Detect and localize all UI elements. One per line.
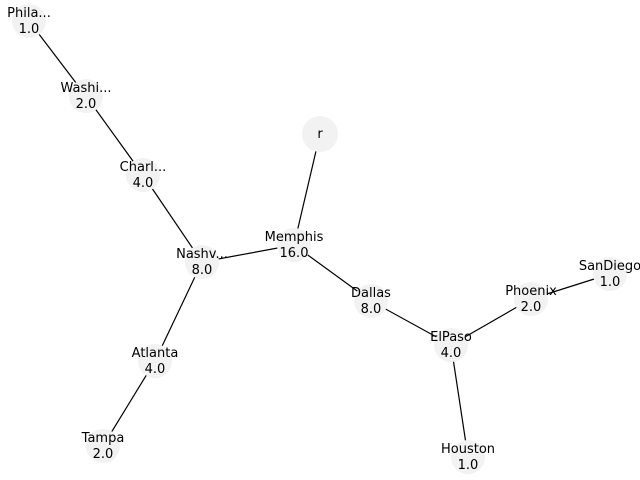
node-name-label: Phoenix bbox=[505, 284, 557, 299]
edge-r-memphis bbox=[293, 133, 321, 246]
node-circle bbox=[593, 257, 627, 291]
node-circle bbox=[514, 282, 548, 316]
node-value-label: 2.0 bbox=[521, 300, 542, 315]
node-value-label: 1.0 bbox=[19, 22, 40, 37]
node-circle bbox=[302, 116, 338, 152]
node-name-label: ElPaso bbox=[430, 330, 472, 345]
node-name-label: Washi... bbox=[60, 81, 111, 96]
node-r: r bbox=[302, 116, 338, 152]
node-value-label: 8.0 bbox=[192, 263, 213, 278]
edge-nashville-atlanta bbox=[154, 261, 203, 362]
node-circle bbox=[277, 228, 311, 262]
node-value-label: 2.0 bbox=[76, 97, 97, 112]
node-circle bbox=[354, 284, 388, 318]
node-circle bbox=[138, 344, 172, 378]
node-circle bbox=[451, 440, 485, 474]
edge-elpaso-houston bbox=[450, 344, 469, 458]
node-name-label: Dallas bbox=[351, 286, 391, 301]
node-name-label: Phila... bbox=[7, 6, 51, 21]
node-name-label: Houston bbox=[441, 442, 495, 457]
node-circle bbox=[12, 4, 46, 38]
node-value-label: 1.0 bbox=[458, 458, 479, 473]
edge-nashville-charlotte bbox=[142, 174, 203, 263]
node-value-label: 4.0 bbox=[441, 346, 462, 361]
node-value-label: 2.0 bbox=[93, 447, 114, 462]
node-name-label: Atlanta bbox=[132, 346, 179, 361]
node-value-label: 8.0 bbox=[361, 302, 382, 317]
node-philadelphia: Phila...1.0 bbox=[7, 4, 51, 38]
node-circle bbox=[69, 79, 103, 113]
node-name-label: SanDiego bbox=[579, 259, 640, 274]
nodes-layer: rMemphis16.0Nashv...8.0Dallas8.0Charl...… bbox=[7, 4, 640, 474]
node-name-label: Nashv... bbox=[176, 247, 228, 262]
node-name-label: Memphis bbox=[265, 230, 324, 245]
node-value-label: 4.0 bbox=[133, 176, 154, 191]
node-circle bbox=[185, 245, 219, 279]
node-name-label: Charl... bbox=[120, 160, 167, 175]
node-value-label: 16.0 bbox=[280, 246, 309, 261]
node-washington: Washi...2.0 bbox=[60, 79, 112, 113]
node-circle bbox=[126, 158, 160, 192]
node-circle bbox=[86, 429, 120, 463]
node-nashville: Nashv...8.0 bbox=[176, 245, 228, 279]
node-charlotte: Charl...4.0 bbox=[120, 158, 167, 192]
node-value-label: 1.0 bbox=[600, 275, 621, 290]
node-name-label: r bbox=[317, 127, 323, 142]
node-circle bbox=[434, 328, 468, 362]
node-value-label: 4.0 bbox=[145, 362, 166, 377]
node-name-label: Tampa bbox=[81, 431, 125, 446]
